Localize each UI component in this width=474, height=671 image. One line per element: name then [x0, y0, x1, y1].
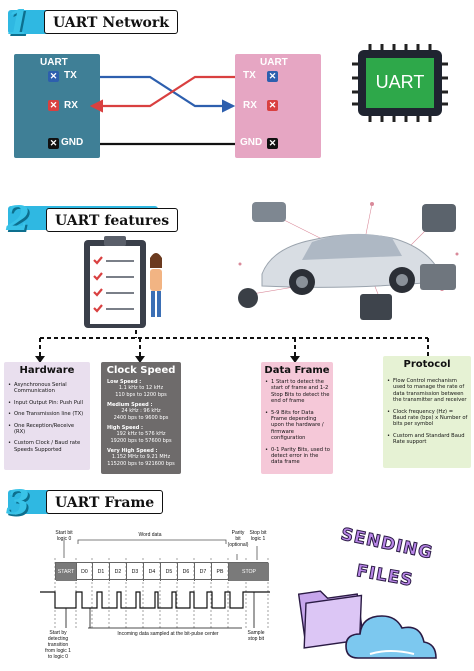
clock-group-value: 19200 bps to 57600 bps: [110, 437, 172, 444]
frame-signal-line: [40, 591, 270, 609]
start-bit-label: Start bit logic 0: [55, 530, 73, 542]
stop-bit-label: Stop bit logic 1: [249, 530, 267, 542]
car-components-illustration: [238, 202, 459, 320]
list-item: One Reception/Receive (RX): [8, 423, 86, 436]
clock-speed-title: Clock Speed: [106, 365, 176, 376]
clock-group-head: High Speed :: [107, 425, 144, 431]
frame-bit-row: START D0 D1 D2 D3 D4 D5 D6 D7 PB STOP: [55, 562, 269, 581]
rx-pin-icon: ✕: [48, 100, 59, 111]
clock-group-value: 1.152 MHz to 9.21 MHz: [111, 454, 171, 461]
data-frame-title: Data Frame: [264, 365, 330, 376]
section2-title: UART features: [46, 208, 179, 232]
feature-connectors: [35, 330, 433, 363]
uart-right-rx-label: RX: [243, 100, 257, 111]
tx-to-rx-wire: [100, 75, 236, 113]
frame-cell-d4: D4: [144, 563, 161, 581]
uart-right-tx-label: TX: [243, 70, 256, 81]
clock-group-head: Very High Speed :: [107, 448, 158, 454]
section3-number: 3: [6, 483, 30, 523]
list-item: Input Output Pin: Push Pull: [8, 400, 86, 407]
frame-cell-d0: D0: [77, 563, 93, 581]
frame-cell-d5: D5: [161, 563, 178, 581]
frame-cell-parity: PB: [212, 563, 229, 581]
tx-pin-icon: ✕: [267, 71, 278, 82]
data-frame-list: 1 Start to detect the start of frame and…: [265, 379, 330, 471]
frame-cell-d7: D7: [195, 563, 212, 581]
folder-cloud-icon: [298, 590, 437, 659]
clock-group-very-high: Very High Speed : 1.152 MHz to 9.21 MHz …: [107, 448, 175, 467]
clock-group-head: Medium Speed :: [107, 402, 153, 408]
frame-cell-d6: D6: [178, 563, 195, 581]
uart-wires: [89, 75, 236, 146]
sampled-label: Incoming data sampled at the bit-pulse c…: [117, 631, 219, 637]
uart-left-gnd-label: GND: [61, 137, 84, 148]
hardware-title: Hardware: [19, 365, 75, 376]
hardware-card: Hardware Asynchronous Serial Communicati…: [4, 362, 90, 470]
list-item: One Transmission line (TX): [8, 411, 86, 418]
section3-title: UART Frame: [46, 490, 164, 514]
list-item: 0-1 Parity Bits, used to detect error in…: [265, 447, 330, 466]
parity-bit-label: Parity bit (optional): [227, 530, 249, 548]
uart-left-title: UART: [40, 57, 68, 68]
clock-group-value: 2400 bps to 9600 bps: [113, 414, 169, 421]
gnd-pin-icon: ✕: [48, 138, 59, 149]
uart-chip-label: UART: [375, 72, 425, 92]
clock-group-value: 1.1 kHz to 12 kHz: [118, 385, 164, 392]
rx-to-tx-wire: [89, 75, 235, 113]
frame-cell-stop: STOP: [229, 563, 269, 581]
tx-pin-icon: ✕: [48, 71, 59, 82]
frame-cell-start: START: [56, 563, 77, 581]
frame-cell-d1: D1: [93, 563, 110, 581]
clock-group-value: 115200 bps to 921600 bps: [107, 460, 175, 467]
uart-chip-icon: [352, 44, 448, 122]
clock-group-high: High Speed : 192 kHz to 576 kHz 19200 bp…: [107, 425, 175, 444]
frame-cell-d3: D3: [127, 563, 144, 581]
clock-group-value: 110 bps to 1200 bps: [115, 391, 167, 398]
uart-device-right: UART TX ✕ RX ✕ GND ✕: [235, 54, 321, 158]
gnd-pin-icon: ✕: [267, 138, 278, 149]
frame-cell-d2: D2: [110, 563, 127, 581]
uart-left-rx-label: RX: [64, 100, 78, 111]
uart-right-gnd-label: GND: [240, 137, 263, 148]
clock-group-medium: Medium Speed : 24 kHz : 96 kHz 2400 bps …: [107, 402, 175, 421]
rx-pin-icon: ✕: [267, 100, 278, 111]
list-item: Asynchronous Serial Communication: [8, 382, 86, 395]
uart-device-left: UART ✕ TX ✕ RX ✕ GND: [14, 54, 100, 158]
list-item: Custom and Standard Baud Rate support: [387, 433, 468, 446]
hardware-list: Asynchronous Serial Communication Input …: [8, 382, 86, 458]
uart-left-tx-label: TX: [64, 70, 77, 81]
protocol-title: Protocol: [403, 359, 451, 370]
section1-title: UART Network: [44, 10, 178, 34]
section2-number: 2: [6, 199, 30, 239]
clipboard-illustration: [84, 236, 162, 328]
data-frame-card: Data Frame 1 Start to detect the start o…: [261, 362, 333, 474]
word-data-label: Word data: [138, 532, 162, 538]
section1-number: 1: [6, 3, 30, 43]
protocol-card: Protocol Flow Control mechanism used to …: [383, 356, 471, 468]
list-item: 5-9 Bits for Data Frame depending upon t…: [265, 410, 330, 442]
list-item: Flow Control mechanism used to manage th…: [387, 378, 468, 404]
clock-speed-card: Clock Speed Low Speed : 1.1 kHz to 12 kH…: [101, 362, 181, 474]
list-item: 1 Start to detect the start of frame and…: [265, 379, 330, 405]
clock-group-value: 192 kHz to 576 kHz: [116, 431, 166, 438]
protocol-list: Flow Control mechanism used to manage th…: [387, 378, 468, 451]
clock-group-low: Low Speed : 1.1 kHz to 12 kHz 110 bps to…: [107, 379, 175, 398]
list-item: Custom Clock / Baud rate Speeds Supporte…: [8, 440, 86, 453]
sample-stop-label: Sample stop bit: [247, 630, 265, 642]
clock-group-head: Low Speed :: [107, 379, 142, 385]
list-item: Clock frequency (Hz) = Baud rate (bps) x…: [387, 409, 468, 428]
clock-group-value: 24 kHz : 96 kHz: [121, 408, 161, 415]
uart-right-title: UART: [260, 57, 288, 68]
start-detect-label: Start by detecting transition from logic…: [45, 630, 71, 660]
